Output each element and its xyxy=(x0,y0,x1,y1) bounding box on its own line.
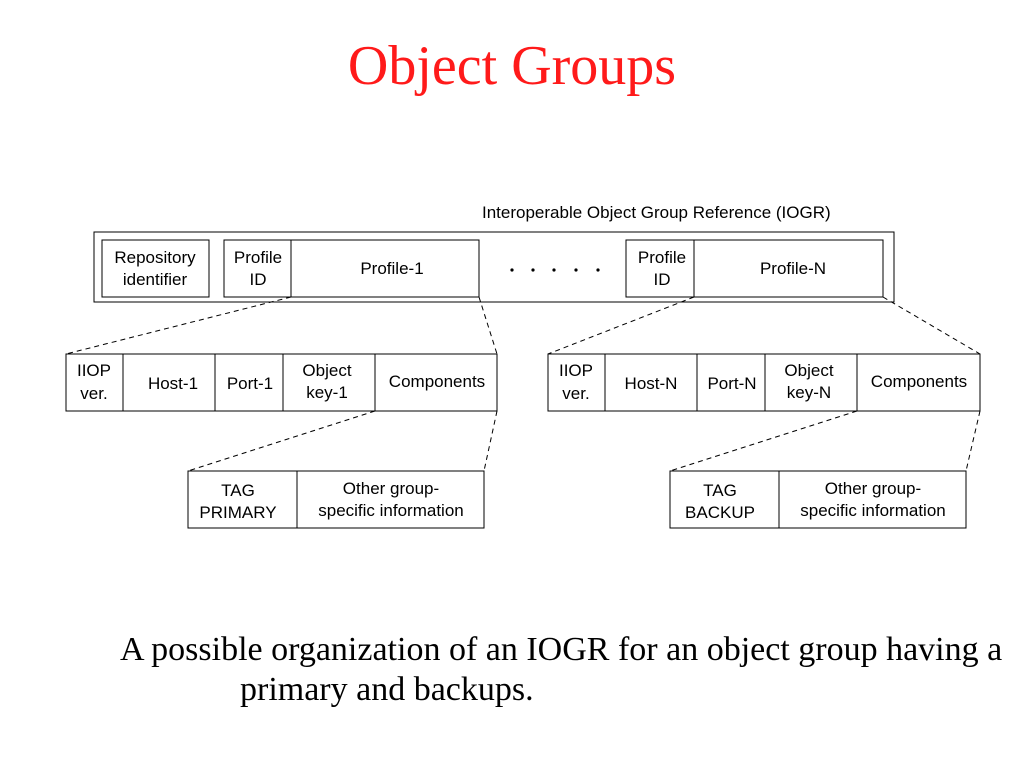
info-1-line1: Other group- xyxy=(343,479,439,498)
tag-primary-line2: PRIMARY xyxy=(199,503,276,522)
object-key-n-line1: Object xyxy=(784,361,833,380)
tag-backup-line2: BACKUP xyxy=(685,503,755,522)
component-n-detail-box xyxy=(669,470,967,529)
tag-primary-line1: TAG xyxy=(221,481,255,500)
profile-id-1-line2: ID xyxy=(250,270,267,289)
iiop-ver-n-line2: ver. xyxy=(562,384,589,403)
components-1-label: Components xyxy=(389,372,485,391)
slide-caption: A possible organization of an IOGR for a… xyxy=(120,631,1003,708)
profile-1-box xyxy=(223,239,480,298)
profile-n-box xyxy=(625,239,884,298)
object-key-1-line2: key-1 xyxy=(306,383,348,402)
profile-1-label: Profile-1 xyxy=(360,259,423,278)
profile-n-label: Profile-N xyxy=(760,259,826,278)
iiop-ver-1-line2: ver. xyxy=(80,384,107,403)
info-n-line2: specific information xyxy=(800,501,946,520)
profile-1-detail-box xyxy=(65,353,498,412)
host-n-label: Host-N xyxy=(625,374,678,393)
iogr-label: Interoperable Object Group Reference (IO… xyxy=(482,203,831,222)
profile-id-1-line1: Profile xyxy=(234,248,282,267)
info-n-line1: Other group- xyxy=(825,479,921,498)
repository-label-line1: Repository xyxy=(114,248,196,267)
port-1-label: Port-1 xyxy=(227,374,273,393)
profile-id-n-line1: Profile xyxy=(638,248,686,267)
repository-label-line2: identifier xyxy=(123,270,188,289)
profile-n-detail-box xyxy=(547,353,981,412)
component-1-detail-box xyxy=(187,470,485,529)
info-1-line2: specific information xyxy=(318,501,464,520)
ellipsis-dots xyxy=(510,268,600,272)
profile-id-n-line2: ID xyxy=(654,270,671,289)
host-1-label: Host-1 xyxy=(148,374,198,393)
port-n-label: Port-N xyxy=(707,374,756,393)
object-key-1-line1: Object xyxy=(302,361,351,380)
iiop-ver-n-line1: IIOP xyxy=(559,361,593,380)
tag-backup-line1: TAG xyxy=(703,481,737,500)
components-n-label: Components xyxy=(871,372,967,391)
repository-identifier-box xyxy=(101,239,210,298)
slide-title: Object Groups xyxy=(347,35,677,97)
iiop-ver-1-line1: IIOP xyxy=(77,361,111,380)
object-key-n-line2: key-N xyxy=(787,383,831,402)
